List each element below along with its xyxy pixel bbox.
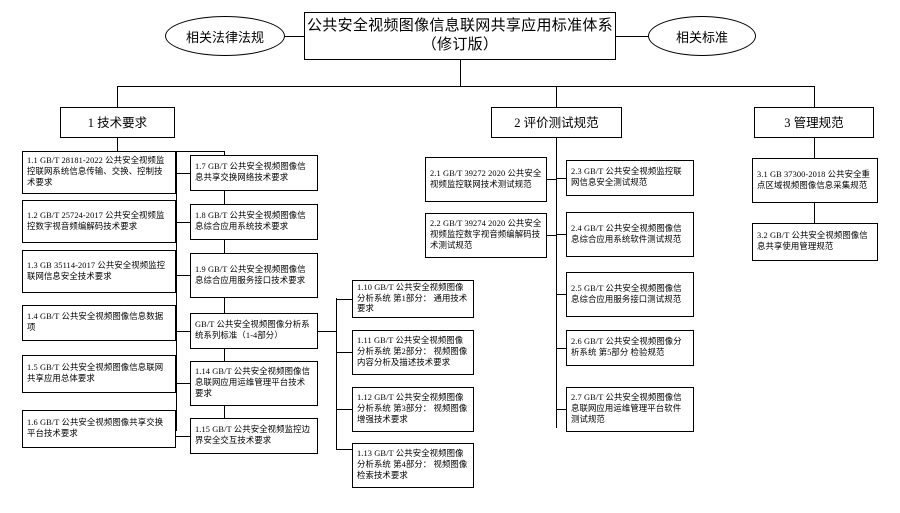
spine-eval-down <box>556 138 557 428</box>
category-tech-requirements[interactable]: 1 技术要求 <box>60 107 175 138</box>
standard-box-1-10[interactable]: 1.10 GB/T 公共安全视频图像分析系统 第1部分： 通用技术要求 <box>352 280 474 318</box>
stub-1-9 <box>176 275 190 276</box>
standard-box-1-14[interactable]: 1.14 GB/T 公共安全视频图像信息联网应用运维管理平台技术要求 <box>190 361 318 406</box>
standard-box-1-10-text: 1.10 GB/T 公共安全视频图像分析系统 第1部分： 通用技术要求 <box>357 282 468 314</box>
standard-box-2-7-text: 2.7 GB/T 公共安全视频图像信息联网应用运维管理平台软件测试规范 <box>571 393 682 424</box>
standard-box-1-3-text: 1.3 GB 35114-2017 公共安全视频监控联网信息安全技术要求 <box>27 260 166 281</box>
spine-manage-down <box>814 138 815 158</box>
standard-box-3-2-text: 3.2 GB/T 公共安全视频图像信息共享使用管理规范 <box>757 231 868 251</box>
standard-box-1-1[interactable]: 1.1 GB/T 28181-2022 公共安全视频监控联网系统信息传输、交换、… <box>22 151 176 194</box>
connector-bus-to-cat1 <box>117 86 118 107</box>
spine-tech-col1-vertical <box>176 151 177 431</box>
standard-box-1-7[interactable]: 1.7 GB/T 公共安全视频图像信息共享交换网络技术要求 <box>190 155 318 191</box>
standard-box-2-4[interactable]: 2.4 GB/T 公共安全视频图像信息综合应用系统软件测试规范 <box>566 212 694 257</box>
stub-1-13 <box>336 449 352 450</box>
standard-box-1-1-text: 1.1 GB/T 28181-2022 公共安全视频监控联网系统信息传输、交换、… <box>27 156 165 187</box>
stub-2-6 <box>556 348 566 349</box>
connector-left-ellipse-root <box>285 36 304 37</box>
stub-1-7 <box>176 173 190 174</box>
stub-1-10 <box>336 299 352 300</box>
standard-box-3-1[interactable]: 3.1 GB 37300-2018 公共安全重点区域视频图像信息采集规范 <box>752 158 878 203</box>
connector-main-bus <box>117 86 814 87</box>
standard-box-1-12[interactable]: 1.12 GB/T 公共安全视频图像分析系统 第3部分： 视频图像增强技术要求 <box>352 387 474 432</box>
node-related-laws[interactable]: 相关法律法规 <box>165 16 285 56</box>
category-evaluation-label: 2 评价测试规范 <box>514 115 599 130</box>
standard-box-1-2[interactable]: 1.2 GB/T 25724-2017 公共安全视频监控数字视音频编解码技术要求 <box>22 200 176 243</box>
stub-1-15 <box>176 436 190 437</box>
standard-box-2-2[interactable]: 2.2 GB/T 39274 2020 公共安全视频监控数字视音频编解码技术测试… <box>425 213 547 258</box>
standard-box-2-7[interactable]: 2.7 GB/T 公共安全视频图像信息联网应用运维管理平台软件测试规范 <box>566 387 694 432</box>
standard-box-1-6-text: 1.6 GB/T 公共安全视频图像共享交换平台技术要求 <box>27 418 164 438</box>
standard-box-1-9[interactable]: 1.9 GB/T 公共安全视频图像信息综合应用服务接口技术要求 <box>190 253 318 298</box>
standard-box-1-14-text: 1.14 GB/T 公共安全视频图像信息联网应用运维管理平台技术要求 <box>195 367 311 398</box>
standard-box-2-5-text: 2.5 GB/T 公共安全视频图像信息综合应用服务接口测试规范 <box>571 283 682 304</box>
standard-box-1-11[interactable]: 1.11 GB/T 公共安全视频图像分析系统 第2部分： 视频图像内容分析及描述… <box>352 330 474 375</box>
spine-tech-col2-vertical <box>224 151 225 446</box>
standard-box-2-6-text: 2.6 GB/T 公共安全视频图像分析系统 第5部分 检验规范 <box>571 337 682 357</box>
stub-2-4 <box>556 234 566 235</box>
spine-subparts <box>336 298 337 450</box>
standard-box-1-5-text: 1.5 GB/T 公共安全视频图像信息联网共享应用总体要求 <box>27 363 164 383</box>
standard-box-2-3-text: 2.3 GB/T 公共安全视频监控联网信息安全测试规范 <box>571 167 682 187</box>
stub-analysis-series <box>176 331 190 332</box>
connector-series-to-subparts <box>318 331 336 332</box>
stub-2-2 <box>547 235 556 236</box>
standard-box-3-2[interactable]: 3.2 GB/T 公共安全视频图像信息共享使用管理规范 <box>752 223 878 261</box>
standard-box-1-4-text: 1.4 GB/T 公共安全视频图像信息数据项 <box>27 312 164 332</box>
category-tech-label: 1 技术要求 <box>87 115 148 130</box>
stub-2-3 <box>556 178 566 179</box>
standard-box-1-15-text: 1.15 GB/T 公共安全视频监控边界安全交互技术要求 <box>195 425 311 445</box>
node-related-standards-label: 相关标准 <box>675 29 728 45</box>
standard-box-1-8-text: 1.8 GB/T 公共安全视频图像信息综合应用系统技术要求 <box>195 211 306 231</box>
standard-box-1-15[interactable]: 1.15 GB/T 公共安全视频监控边界安全交互技术要求 <box>190 418 318 454</box>
standard-box-2-2-text: 2.2 GB/T 39274 2020 公共安全视频监控数字视音频编解码技术测试… <box>430 219 542 250</box>
standard-box-1-9-text: 1.9 GB/T 公共安全视频图像信息综合应用服务接口技术要求 <box>195 264 306 285</box>
root-title-line1: 公共安全视频图像信息联网共享应用标准体系 <box>306 17 613 34</box>
spine-tech-col1 <box>117 138 118 151</box>
node-related-laws-label: 相关法律法规 <box>185 29 264 45</box>
standard-box-analysis-series[interactable]: GB/T 公共安全视频图像分析系统系列标准（1-4部分） <box>190 313 318 349</box>
standard-box-2-3[interactable]: 2.3 GB/T 公共安全视频监控联网信息安全测试规范 <box>566 160 694 196</box>
category-management[interactable]: 3 管理规范 <box>754 107 874 138</box>
connector-bus-to-cat3 <box>814 86 815 107</box>
root-title-line2: （修订版） <box>421 37 499 53</box>
standard-box-1-12-text: 1.12 GB/T 公共安全视频图像分析系统 第3部分： 视频图像增强技术要求 <box>357 393 468 424</box>
stub-2-5 <box>556 294 566 295</box>
connector-right-ellipse-root <box>616 36 648 37</box>
standard-box-3-1-text: 3.1 GB 37300-2018 公共安全重点区域视频图像信息采集规范 <box>757 169 871 190</box>
category-evaluation-testing[interactable]: 2 评价测试规范 <box>491 107 622 138</box>
node-related-standards[interactable]: 相关标准 <box>648 16 756 56</box>
stub-1-14 <box>176 383 190 384</box>
standard-box-1-3[interactable]: 1.3 GB 35114-2017 公共安全视频监控联网信息安全技术要求 <box>22 250 176 293</box>
standard-box-1-6[interactable]: 1.6 GB/T 公共安全视频图像共享交换平台技术要求 <box>22 410 176 448</box>
stub-2-1 <box>547 179 556 180</box>
standard-box-1-5[interactable]: 1.5 GB/T 公共安全视频图像信息联网共享应用总体要求 <box>22 355 176 393</box>
connector-3-1-to-3-2 <box>814 203 815 223</box>
stub-1-12 <box>336 409 352 410</box>
standard-box-1-4[interactable]: 1.4 GB/T 公共安全视频图像信息数据项 <box>22 305 176 341</box>
standard-box-1-13-text: 1.13 GB/T 公共安全视频图像分析系统 第4部分： 视频图像检索技术要求 <box>357 449 468 480</box>
standard-box-2-4-text: 2.4 GB/T 公共安全视频图像信息综合应用系统软件测试规范 <box>571 223 682 244</box>
category-management-label: 3 管理规范 <box>784 115 844 130</box>
standard-box-2-1-text: 2.1 GB/T 39272 2020 公共安全视频监控联网技术测试规范 <box>430 168 542 189</box>
standard-box-2-6[interactable]: 2.6 GB/T 公共安全视频图像分析系统 第5部分 检验规范 <box>566 330 694 366</box>
standard-box-1-11-text: 1.11 GB/T 公共安全视频图像分析系统 第2部分： 视频图像内容分析及描述… <box>357 336 468 367</box>
connector-bus-to-cat2 <box>556 86 557 107</box>
standard-box-1-13[interactable]: 1.13 GB/T 公共安全视频图像分析系统 第4部分： 视频图像检索技术要求 <box>352 443 474 488</box>
standard-box-1-2-text: 1.2 GB/T 25724-2017 公共安全视频监控数字视音频编解码技术要求 <box>27 210 165 231</box>
stub-1-8 <box>176 222 190 223</box>
connector-root-down <box>460 60 461 86</box>
standard-box-analysis-series-text: GB/T 公共安全视频图像分析系统系列标准（1-4部分） <box>195 320 310 340</box>
standard-box-1-8[interactable]: 1.8 GB/T 公共安全视频图像信息综合应用系统技术要求 <box>190 204 318 240</box>
stub-2-7 <box>556 409 566 410</box>
standard-box-2-1[interactable]: 2.1 GB/T 39272 2020 公共安全视频监控联网技术测试规范 <box>425 157 547 202</box>
standard-box-2-5[interactable]: 2.5 GB/T 公共安全视频图像信息综合应用服务接口测试规范 <box>566 272 694 317</box>
stub-1-11 <box>336 352 352 353</box>
standard-box-1-7-text: 1.7 GB/T 公共安全视频图像信息共享交换网络技术要求 <box>195 162 306 182</box>
node-root-title[interactable]: 公共安全视频图像信息联网共享应用标准体系 （修订版） <box>304 12 616 60</box>
